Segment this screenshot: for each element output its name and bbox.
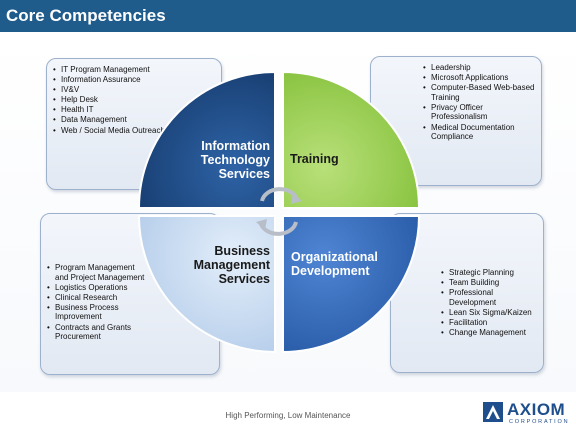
- quadrant-label-it-services: Information Technology Services: [170, 139, 270, 181]
- label-line: Organizational: [291, 250, 378, 264]
- list-item: Data Management: [53, 115, 221, 125]
- list-item: Change Management: [441, 328, 539, 338]
- logo-subtitle: CORPORATION: [509, 419, 570, 425]
- cycle-arrows-icon: [256, 187, 302, 236]
- training-list: LeadershipMicrosoft ApplicationsComputer…: [371, 57, 541, 142]
- footer-tagline: High Performing, Low Maintenance: [225, 411, 351, 420]
- list-item: Logistics Operations: [47, 283, 149, 293]
- list-item: Microsoft Applications: [423, 73, 535, 83]
- business-services-list: Program Management and Project Managemen…: [41, 214, 219, 342]
- company-logo: AXIOM CORPORATION: [482, 400, 572, 428]
- label-line: Services: [218, 272, 270, 286]
- list-item: Help Desk: [53, 95, 221, 105]
- label-line: Management: [193, 258, 270, 272]
- org-development-list: Strategic PlanningTeam BuildingProfessio…: [391, 214, 543, 338]
- list-item: Professional Development: [441, 288, 539, 307]
- list-item: Clinical Research: [47, 293, 149, 303]
- list-item: Facilitation: [441, 318, 539, 328]
- list-item: Computer-Based Web-based Training: [423, 83, 535, 102]
- list-item: IT Program Management: [53, 65, 221, 75]
- label-line: Technology: [200, 153, 270, 167]
- label-line: Information: [201, 139, 270, 153]
- quadrant-label-training: Training: [290, 152, 339, 166]
- org-development-box: Strategic PlanningTeam BuildingProfessio…: [390, 213, 544, 373]
- quadrant-label-business-services: Business Management Services: [170, 244, 270, 286]
- list-item: IV&V: [53, 85, 221, 95]
- list-item: Business Process Improvement: [47, 303, 149, 322]
- quadrant-it-services: [137, 70, 276, 209]
- list-item: Information Assurance: [53, 75, 221, 85]
- list-item: Team Building: [441, 278, 539, 288]
- list-item: Strategic Planning: [441, 268, 539, 278]
- label-line: Development: [291, 264, 370, 278]
- header-bar: Core Competencies: [0, 0, 576, 32]
- list-item: Contracts and Grants Procurement: [47, 323, 149, 342]
- list-item: Privacy Officer Professionalism: [423, 103, 535, 122]
- label-line: Services: [218, 167, 270, 181]
- label-line: Business: [214, 244, 270, 258]
- quadrant-training: [282, 70, 421, 209]
- list-item: Program Management and Project Managemen…: [47, 263, 149, 282]
- list-item: Health IT: [53, 105, 221, 115]
- logo-wordmark: AXIOM: [507, 400, 566, 419]
- list-item: Medical Documentation Compliance: [423, 123, 535, 142]
- quadrant-label-org-development: Organizational Development: [291, 250, 391, 278]
- list-item: Web / Social Media Outreach: [53, 126, 221, 136]
- axiom-mark-icon: [483, 402, 503, 422]
- list-item: Leadership: [423, 63, 535, 73]
- quadrant-org-development: [282, 215, 421, 354]
- label-line: Training: [290, 152, 339, 166]
- list-item: Lean Six Sigma/Kaizen: [441, 308, 539, 318]
- quadrant-business-services: [137, 215, 276, 354]
- page-title: Core Competencies: [6, 6, 166, 25]
